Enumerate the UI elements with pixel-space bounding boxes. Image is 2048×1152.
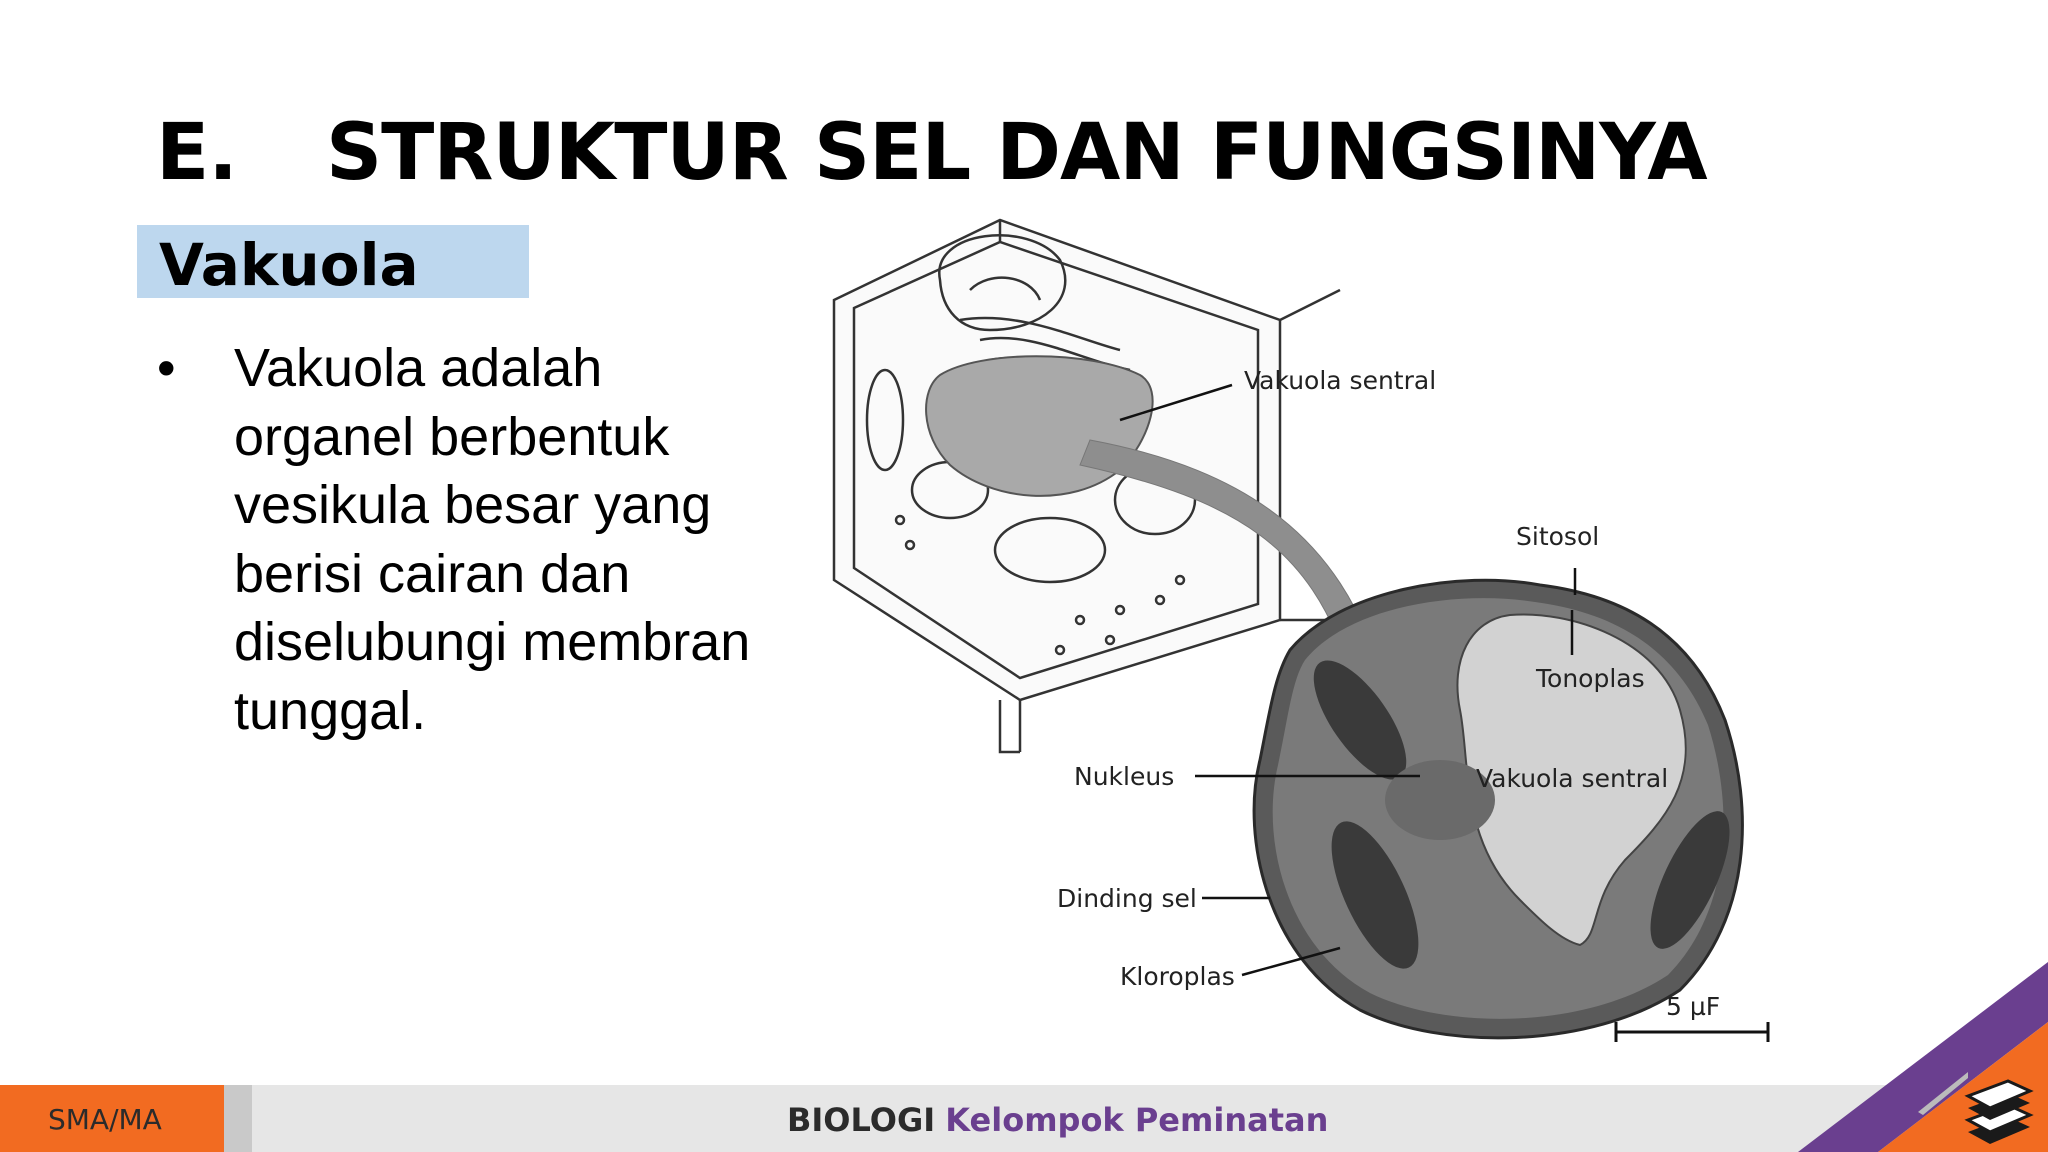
- subheading-text: Vakuola: [159, 231, 419, 299]
- title-number: E.: [156, 108, 238, 198]
- micrograph-vacuole: [1456, 613, 1687, 947]
- footer-group: Kelompok Peminatan: [945, 1101, 1329, 1139]
- slide-title: E. STRUKTUR SEL DAN FUNGSINYA: [156, 108, 1708, 198]
- footer-level-block: SMA/MA: [0, 1085, 224, 1152]
- cell-illustration: [832, 218, 1770, 1042]
- bullet-dot-icon: •: [157, 339, 176, 398]
- subheading-box: Vakuola: [137, 225, 529, 299]
- pointer-line: [1119, 383, 1233, 422]
- label-kloroplas: Kloroplas: [1120, 962, 1235, 991]
- bullet-text: Vakuola adalah organel berbentuk vesikul…: [234, 338, 751, 741]
- footer-bar: SMA/MA BIOLOGI Kelompok Peminatan: [0, 1085, 2048, 1152]
- label-vakuola-sentral-bottom: Vakuola sentral: [1476, 764, 1669, 793]
- book-logo-icon: [1964, 1079, 2034, 1144]
- corner-decoration: [1798, 962, 2048, 1152]
- label-scale: 5 µF: [1666, 992, 1721, 1021]
- title-text: STRUKTUR SEL DAN FUNGSINYA: [326, 108, 1708, 198]
- footer-level: SMA/MA: [48, 1103, 162, 1136]
- label-sitosol: Sitosol: [1516, 522, 1600, 551]
- label-vakuola-sentral-top: Vakuola sentral: [1244, 366, 1437, 395]
- footer-subject-name: BIOLOGI: [787, 1101, 936, 1139]
- footer-subject: BIOLOGI Kelompok Peminatan: [787, 1101, 1328, 1139]
- scale-bar: [1614, 1022, 1770, 1042]
- label-dinding-sel: Dinding sel: [1057, 884, 1197, 913]
- vacuole-figure: Vakuola sentral Sitosol Tonoplas Vakuola…: [820, 200, 1800, 1060]
- footer-divider: [224, 1085, 252, 1152]
- label-tonoplas: Tonoplas: [1536, 664, 1645, 693]
- label-nukleus: Nukleus: [1074, 762, 1175, 791]
